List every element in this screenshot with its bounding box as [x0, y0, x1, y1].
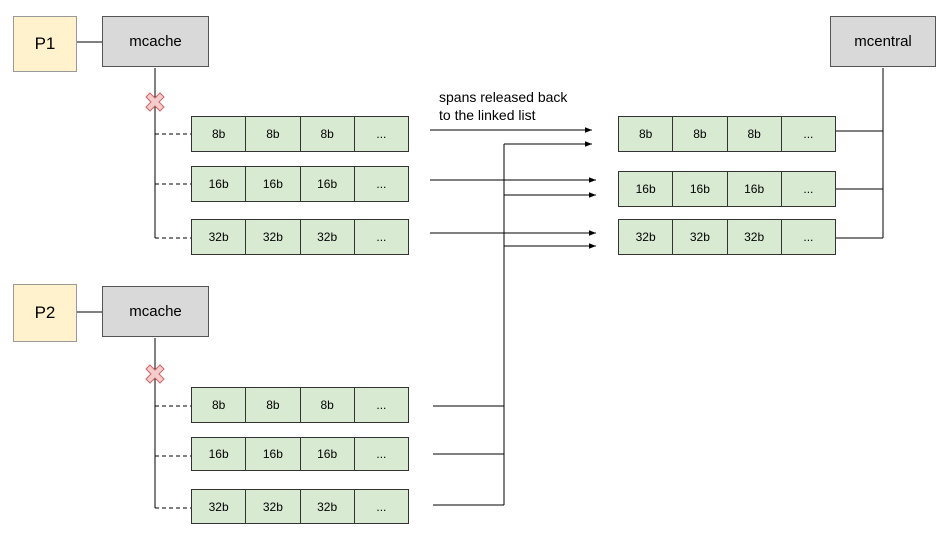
p2-mcache-box: mcache: [102, 286, 209, 337]
annotation-text: spans released back to the linked list: [439, 88, 567, 124]
p1-mcache-label: mcache: [129, 33, 182, 50]
span-cell: 32b: [728, 220, 782, 254]
mcentral-span-row-8b: 8b 8b 8b ...: [618, 116, 836, 152]
annotation-line-2: to the linked list: [439, 107, 536, 123]
p2-span-row-16b: 16b 16b 16b ...: [191, 437, 409, 471]
mcentral-label: mcentral: [854, 33, 912, 50]
span-cell: ...: [376, 230, 387, 244]
p1-box: P1: [13, 16, 77, 72]
mcentral-span-row-32b: 32b 32b 32b ...: [618, 219, 836, 255]
p2-box: P2: [13, 284, 77, 342]
span-cell: 16b: [673, 172, 728, 206]
span-cell: ...: [803, 182, 814, 196]
span-cell: 32b: [192, 220, 247, 254]
span-cell: 8b: [192, 117, 247, 151]
span-cell: ...: [376, 398, 387, 412]
span-cell: 32b: [619, 220, 674, 254]
span-cell: 32b: [246, 220, 301, 254]
span-cell: 16b: [301, 438, 355, 470]
span-cell: 16b: [728, 172, 782, 206]
span-cell: ...: [803, 230, 814, 244]
span-cell: 8b: [301, 388, 355, 422]
mcentral-span-row-16b: 16b 16b 16b ...: [618, 171, 836, 207]
span-cell: 32b: [673, 220, 728, 254]
span-cell: 16b: [246, 167, 301, 201]
span-cell: 8b: [619, 117, 674, 151]
span-cell: 8b: [673, 117, 728, 151]
span-cell: 32b: [301, 220, 355, 254]
span-cell: 8b: [246, 388, 301, 422]
span-cell: 8b: [301, 117, 355, 151]
span-cell: ...: [376, 127, 387, 141]
p2-span-row-8b: 8b 8b 8b ...: [191, 387, 409, 423]
p2-mcache-label: mcache: [129, 303, 182, 320]
span-cell: ...: [376, 177, 387, 191]
span-cell: 8b: [192, 388, 247, 422]
annotation-line-1: spans released back: [439, 89, 568, 105]
span-cell: ...: [803, 127, 814, 141]
span-cell: 16b: [192, 167, 247, 201]
p2-label: P2: [34, 303, 56, 322]
span-cell: 16b: [246, 438, 301, 470]
p2-cut-cross-icon: [145, 364, 165, 384]
mcentral-box: mcentral: [830, 16, 936, 67]
span-cell: 32b: [192, 490, 247, 523]
span-cell: 16b: [192, 438, 247, 470]
p1-span-row-8b: 8b 8b 8b ...: [191, 116, 409, 152]
span-cell: 8b: [728, 117, 782, 151]
span-cell: ...: [376, 447, 387, 461]
p1-span-row-16b: 16b 16b 16b ...: [191, 166, 409, 202]
span-cell: 16b: [619, 172, 674, 206]
p1-mcache-box: mcache: [102, 16, 209, 67]
span-cell: ...: [376, 499, 387, 514]
p2-span-row-32b: 32b 32b 32b ...: [191, 489, 409, 524]
span-cell: 32b: [246, 490, 301, 523]
p1-label: P1: [34, 34, 56, 53]
p1-cut-cross-icon: [145, 92, 165, 112]
span-cell: 8b: [246, 117, 301, 151]
span-cell: 16b: [301, 167, 355, 201]
p1-span-row-32b: 32b 32b 32b ...: [191, 219, 409, 255]
span-cell: 32b: [301, 490, 355, 523]
